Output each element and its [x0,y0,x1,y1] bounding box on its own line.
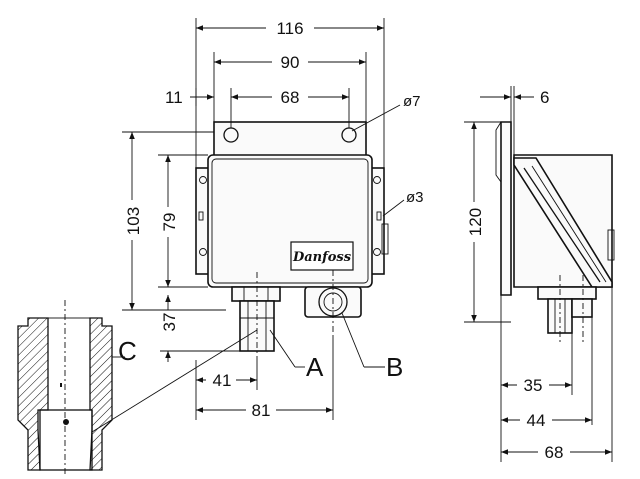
detail-c: C [17,300,258,475]
dim-90: 90 [281,53,300,72]
dim-35: 35 [524,376,543,395]
side-view [495,121,615,345]
brand-logo-box [290,241,354,271]
dim-hole-7: ø7 [403,93,421,110]
brand-logo: Danfoss [292,250,352,265]
dim-41: 41 [213,371,232,390]
dim-6: 6 [540,88,549,107]
dim-116: 116 [276,19,303,38]
dim-120: 120 [466,208,485,236]
callout-a: A [306,352,324,382]
dim-79: 79 [160,213,179,232]
side-dimensions: 6 120 35 44 68 [464,86,613,462]
dim-68-front: 68 [281,88,300,107]
callout-b: B [386,352,403,382]
dim-103: 103 [124,207,143,235]
dim-44: 44 [527,411,546,430]
side-bracket [500,121,512,296]
front-view: Danfoss [195,121,389,360]
callout-c: C [118,336,137,366]
dim-hole-3: ø3 [406,189,424,206]
front-dimensions: 116 90 11 68 ø7 ø3 103 79 [122,18,424,420]
dim-11: 11 [165,88,183,107]
dim-37: 37 [160,313,179,332]
dim-81: 81 [252,401,271,420]
dim-68-side: 68 [545,443,564,462]
